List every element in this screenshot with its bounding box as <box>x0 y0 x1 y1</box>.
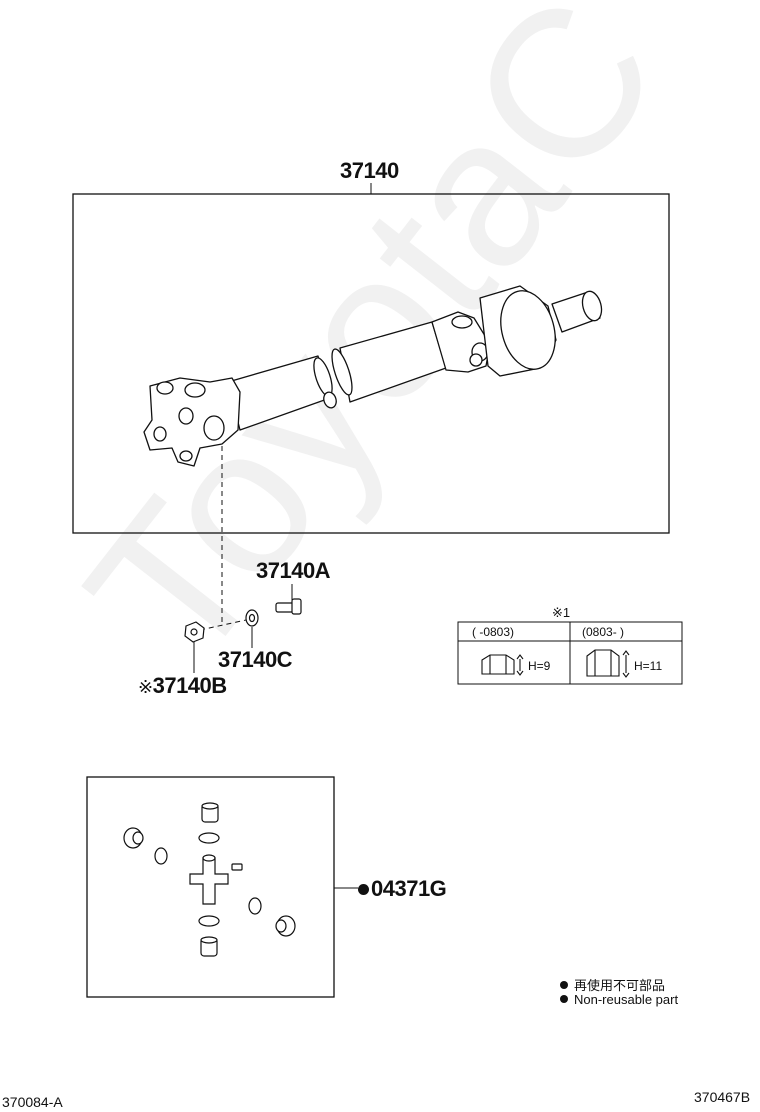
footer-left-code: 370084-A <box>2 1094 63 1110</box>
assembly-part-number: 37140 <box>340 158 399 183</box>
spec-table-note: ※1 <box>552 605 571 620</box>
hardware-leader-dashed-2 <box>199 619 247 631</box>
legend-jp-text: 再使用不可部品 <box>574 978 666 993</box>
spider-kit-part-number: 04371G <box>358 876 447 902</box>
legend-dot-jp <box>560 981 568 989</box>
spec-col2-height: H=11 <box>634 659 663 673</box>
legend-dot-en <box>560 995 568 1003</box>
nut-part-number-text: 37140B <box>152 673 228 698</box>
nut-note-marker: ※ <box>138 677 153 697</box>
bolt-part <box>275 598 302 615</box>
spec-col1-header: ( -0803) <box>472 625 515 639</box>
spider-kit-part-number-text: 04371G <box>371 876 447 901</box>
legend-jp: 再使用不可部品 <box>560 975 665 994</box>
bolt-part-number: 37140A <box>256 558 331 583</box>
legend-en: Non-reusable part <box>560 992 678 1007</box>
spec-col1-height: H=9 <box>528 659 551 673</box>
spec-col2-header: (0803- ) <box>582 625 625 639</box>
nut-icon-short <box>481 654 524 676</box>
spider-kit-frame <box>86 776 335 998</box>
washer-part <box>245 609 259 627</box>
nut-icon-tall <box>586 649 630 678</box>
footer-right-code: 370467B <box>694 1089 751 1105</box>
spider-kit-parts <box>123 802 296 957</box>
propeller-shaft-drawing <box>143 285 603 467</box>
nut-part <box>184 621 205 643</box>
nut-part-number: ※37140B <box>138 673 227 699</box>
spec-table <box>457 621 683 685</box>
non-reusable-dot <box>358 884 369 895</box>
washer-part-number: 37140C <box>218 647 293 672</box>
legend-en-text: Non-reusable part <box>574 992 679 1007</box>
